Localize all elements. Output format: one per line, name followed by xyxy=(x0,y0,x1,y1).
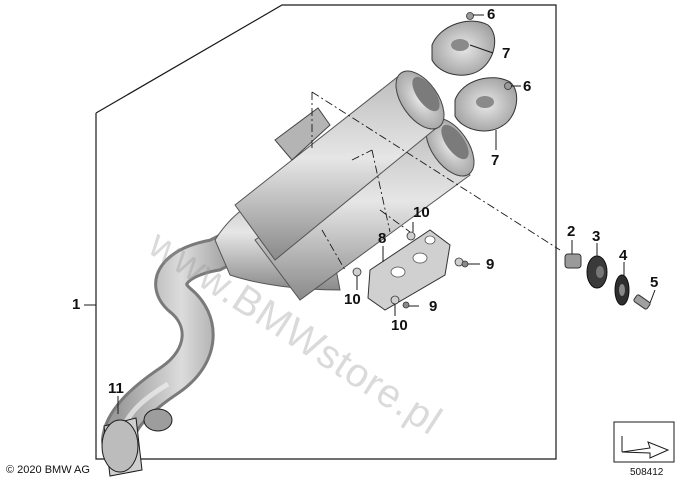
spacer-2 xyxy=(564,253,582,269)
end-cap-lower-7 xyxy=(454,77,518,132)
callout-2: 2 xyxy=(567,223,576,240)
screw-6-a xyxy=(466,12,474,20)
callout-7-lower: 7 xyxy=(491,152,500,169)
callout-9-lower: 9 xyxy=(429,298,438,315)
callout-10-lower: 10 xyxy=(391,317,408,334)
callout-11: 11 xyxy=(108,380,124,397)
callout-7-upper: 7 xyxy=(502,45,511,62)
mount-bracket-top xyxy=(274,107,331,161)
callout-5: 5 xyxy=(650,274,659,291)
washer-10-c xyxy=(390,295,400,305)
callout-9-right: 9 xyxy=(486,256,495,273)
screw-9-a xyxy=(461,260,469,268)
clamp-part-11 xyxy=(101,408,173,477)
bracket-plate-8 xyxy=(367,229,451,311)
leader-lines xyxy=(84,14,656,414)
callout-4: 4 xyxy=(619,247,628,264)
direction-arrow-icon xyxy=(613,421,675,463)
assembly-lines xyxy=(311,91,561,271)
screw-9-b xyxy=(402,301,410,309)
muffler-upper xyxy=(234,70,445,261)
screw-6-b xyxy=(504,82,512,90)
callout-6-lower: 6 xyxy=(523,78,532,95)
washer-10-a xyxy=(406,231,416,241)
doc-number: 508412 xyxy=(630,467,664,478)
callout-8: 8 xyxy=(378,230,387,247)
callout-10-left: 10 xyxy=(344,291,361,308)
callout-6-upper: 6 xyxy=(487,6,496,23)
end-cap-upper-7 xyxy=(431,20,496,76)
rubber-bushing-3 xyxy=(586,255,608,289)
copyright: © 2020 BMW AG xyxy=(6,464,90,476)
callout-10-upper: 10 xyxy=(413,204,430,221)
callout-1: 1 xyxy=(72,296,81,313)
washer-4 xyxy=(614,274,630,306)
bolt-5 xyxy=(633,294,651,310)
washer-10-b xyxy=(352,267,362,277)
callout-3: 3 xyxy=(592,228,601,245)
frame-outline xyxy=(95,4,557,460)
